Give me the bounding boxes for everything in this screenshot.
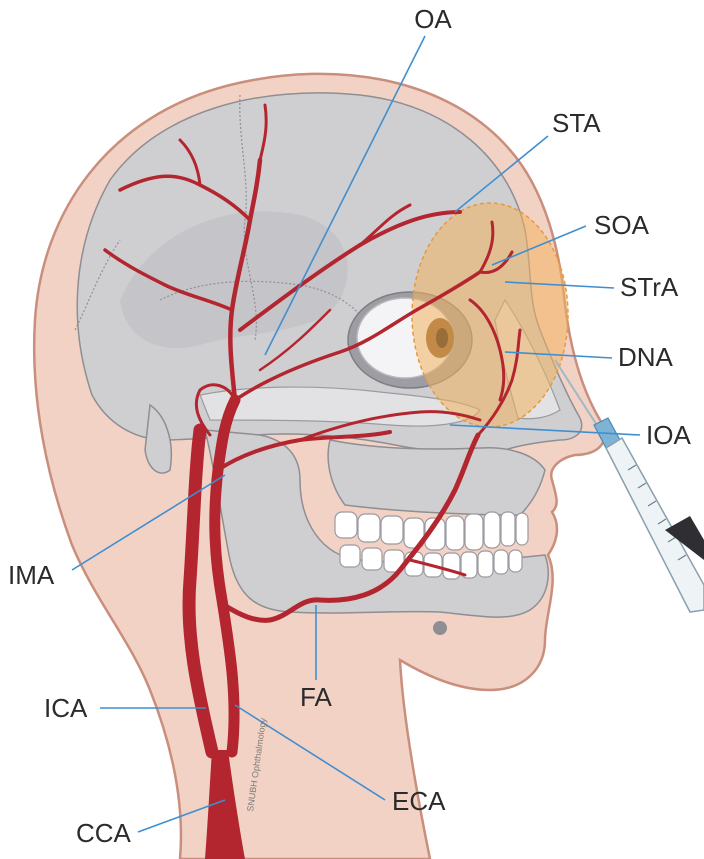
facial-artery [221, 432, 481, 623]
arteries [103, 103, 522, 859]
coronal-suture [239, 94, 257, 341]
cca-leader [137, 799, 226, 833]
ima-leader [71, 474, 226, 571]
syringe [554, 359, 704, 613]
sta-posterior-branch [103, 248, 234, 312]
external-carotid-artery [209, 394, 241, 758]
leader-lines [71, 35, 641, 833]
dorsal-nasal-artery [468, 298, 506, 402]
lambdoid-suture [74, 239, 121, 331]
sta-leader [454, 135, 549, 213]
syringe-needle [554, 359, 601, 431]
internal-carotid-artery [182, 423, 219, 759]
label-ioa: IOA [646, 420, 691, 450]
mental-foramen [433, 621, 447, 635]
facial-branch [408, 558, 467, 577]
temporal-deep-branch [258, 308, 332, 372]
label-eca: ECA [392, 786, 446, 816]
sta-parietal-twig [178, 138, 202, 187]
stra-leader [504, 281, 615, 289]
label-stra: STrA [620, 272, 679, 302]
eca-leader [234, 704, 386, 801]
dna-leader [504, 351, 613, 359]
maxilla [327, 439, 546, 516]
syringe-plunger [665, 516, 704, 560]
ophthalmic-artery [233, 270, 482, 402]
teeth [334, 511, 529, 580]
syringe-barrel [605, 436, 704, 613]
label-ica: ICA [44, 693, 88, 723]
label-ima: IMA [8, 560, 55, 590]
label-cca: CCA [76, 818, 132, 848]
squamosal-suture [159, 280, 376, 336]
label-dna: DNA [618, 342, 674, 372]
injection-zone [411, 202, 569, 428]
labels: OA STA SOA STrA DNA IOA IMA ICA FA ECA C… [8, 4, 691, 848]
ima-loop [194, 383, 237, 437]
label-soa: SOA [594, 210, 650, 240]
supratrochlear-artery [478, 250, 514, 275]
oa-leader [264, 35, 426, 356]
cranium-shade [120, 211, 348, 348]
infraorbital-artery [298, 410, 482, 442]
label-sta: STA [552, 108, 601, 138]
common-carotid-artery [205, 750, 245, 859]
angular-artery [476, 328, 522, 437]
label-fa: FA [300, 682, 332, 712]
syringe-graduations [627, 464, 687, 561]
superficial-temporal-artery [228, 157, 263, 403]
sta-top-branch [258, 103, 268, 162]
label-oa: OA [414, 4, 452, 34]
sta-frontal-twig [358, 203, 412, 247]
soa-leader [491, 225, 587, 266]
mastoid-process [144, 403, 172, 474]
supraorbital-artery [478, 220, 495, 274]
ioa-leader [449, 424, 641, 436]
